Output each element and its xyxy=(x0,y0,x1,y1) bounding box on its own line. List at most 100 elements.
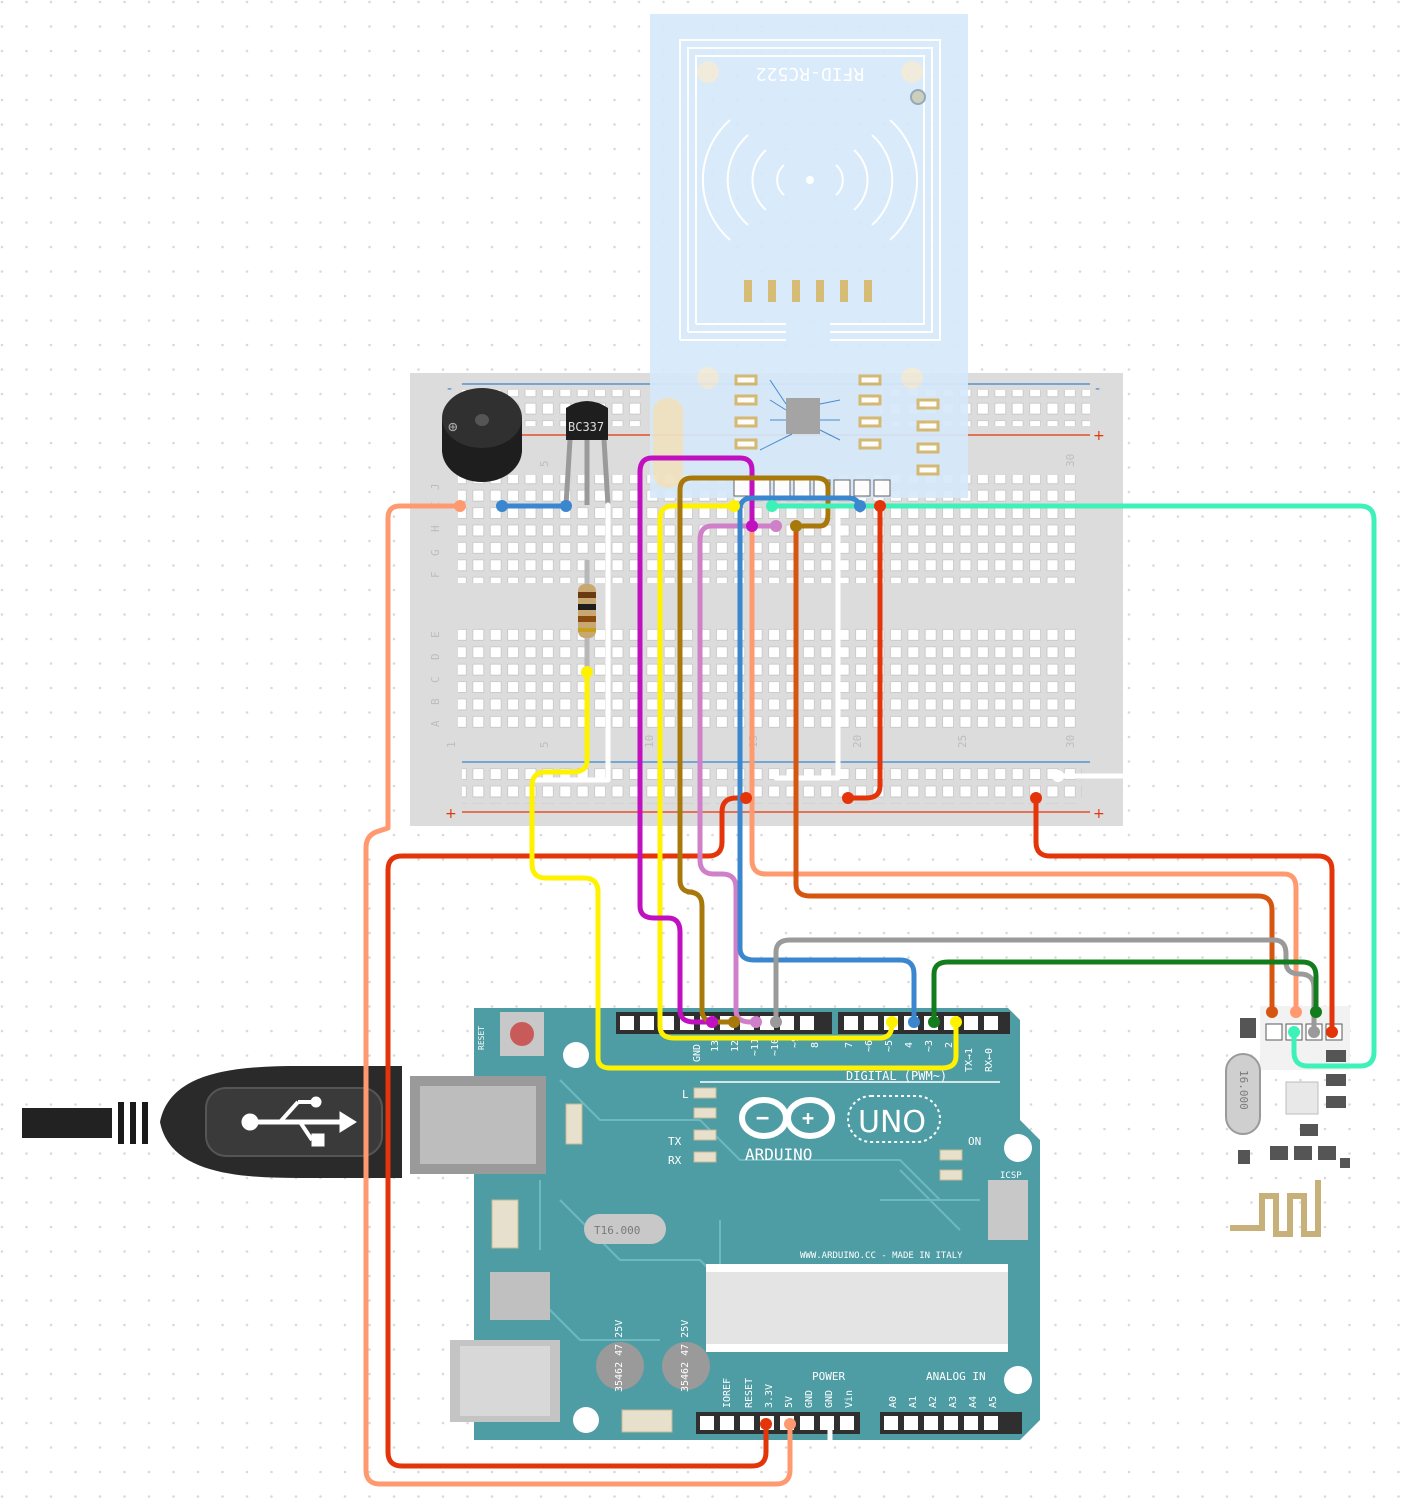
capacitor xyxy=(662,1342,710,1390)
row-letter: A xyxy=(429,720,442,727)
col-number: 20 xyxy=(851,735,864,748)
power-pin-label: 3.3V xyxy=(764,1384,775,1408)
wire-gray[interactable] xyxy=(773,937,1317,1035)
rail-plus-label: + xyxy=(445,806,457,822)
wire-green[interactable] xyxy=(931,959,1319,1025)
pin-label: 2 xyxy=(944,1042,955,1048)
pin-label: 12 xyxy=(730,1040,741,1052)
col-number: 5 xyxy=(538,460,551,467)
wire-red[interactable] xyxy=(385,795,769,1469)
rfid-module[interactable]: RFID-RC522 xyxy=(650,14,968,498)
wire-white[interactable] xyxy=(533,502,611,783)
reset-label: RESET xyxy=(477,1026,486,1050)
crystal-label: T16.000 xyxy=(594,1224,640,1237)
rail-minus-label: - xyxy=(1095,381,1100,397)
analog-label: ANALOG IN xyxy=(926,1370,986,1383)
analog-pin-label: A3 xyxy=(948,1396,959,1408)
digital-label: DIGITAL (PWM~) xyxy=(846,1069,947,1083)
usb-cable xyxy=(22,1066,402,1178)
arduino-logo-icon xyxy=(739,1097,835,1139)
pin-label: ~11 xyxy=(750,1038,761,1056)
svg-text:⊕: ⊕ xyxy=(448,417,458,436)
row-letter: F xyxy=(429,571,442,578)
wire-endpoints xyxy=(454,500,1338,1430)
row-letter: J xyxy=(429,483,442,490)
wire-salmon[interactable] xyxy=(749,523,1299,1015)
row-letter: B xyxy=(429,698,442,705)
power-pin-label: GND xyxy=(804,1390,815,1408)
power-pin-label: Vin xyxy=(844,1390,855,1408)
row-letter: G xyxy=(429,549,442,556)
col-number: 1 xyxy=(445,741,458,748)
arduino-model: UNO xyxy=(858,1105,926,1140)
transistor-label: BC337 xyxy=(568,420,604,434)
antenna-icon xyxy=(1230,1180,1321,1237)
col-number: 30 xyxy=(1064,454,1077,467)
on-led-label: ON xyxy=(968,1135,981,1148)
power-pin-label: 5V xyxy=(784,1396,795,1408)
transistor-icon[interactable]: BC337 xyxy=(563,401,611,506)
tx-led-label: TX xyxy=(668,1135,682,1148)
website-label: WWW.ARDUINO.CC - MADE IN ITALY xyxy=(800,1251,963,1261)
analog-pin-label: A0 xyxy=(888,1396,899,1408)
l-led-label: L xyxy=(682,1088,689,1101)
crystal xyxy=(584,1214,666,1244)
rfid-title: RFID-RC522 xyxy=(756,63,864,84)
wire-yellow[interactable] xyxy=(657,503,895,1041)
icsp-label: ICSP xyxy=(1000,1171,1022,1181)
buzzer-icon[interactable]: ⊕ xyxy=(442,388,522,482)
row-letter: D xyxy=(429,653,442,660)
rail-minus-label: - xyxy=(447,381,452,397)
pin-label: 4 xyxy=(904,1042,915,1048)
wire-pink[interactable] xyxy=(697,523,779,1025)
rail-plus-label: + xyxy=(1093,806,1105,822)
wire-red[interactable] xyxy=(845,503,883,801)
analog-pin-label: A4 xyxy=(968,1396,979,1408)
arduino-brand: ARDUINO xyxy=(745,1145,812,1164)
col-number: 25 xyxy=(956,735,969,748)
wire-magenta[interactable] xyxy=(637,455,755,1025)
svg-text:+: + xyxy=(802,1106,814,1130)
wire-blue[interactable] xyxy=(737,495,917,1025)
analog-pin-label: A2 xyxy=(928,1396,939,1408)
pin-label: 13 xyxy=(710,1040,721,1052)
nrf24l01-module[interactable]: 16.000 xyxy=(1225,1006,1350,1237)
pin-label: ~9 xyxy=(790,1036,801,1048)
col-number: 10 xyxy=(643,735,656,748)
pin-label: TX→1 xyxy=(964,1048,975,1072)
wire-teal[interactable] xyxy=(769,503,1377,1069)
pin-label: ~6 xyxy=(864,1040,875,1052)
wire-orange[interactable] xyxy=(793,523,1275,1015)
power-pin-label: IOREF xyxy=(722,1378,733,1408)
voltage-regulator xyxy=(490,1272,550,1320)
row-letter: H xyxy=(429,525,442,532)
svg-text:−: − xyxy=(756,1106,769,1131)
col-number: 5 xyxy=(538,741,551,748)
pin-label: 8 xyxy=(810,1042,821,1048)
wire-red[interactable] xyxy=(1033,795,1335,1035)
row-letter: C xyxy=(429,676,442,683)
pin-label: ~5 xyxy=(884,1040,895,1052)
pin-label: 7 xyxy=(844,1042,855,1048)
capacitor xyxy=(596,1342,644,1390)
cap-label: 35462 47 25V xyxy=(680,1320,691,1392)
atmega-chip xyxy=(706,1272,1008,1344)
power-label: POWER xyxy=(812,1370,845,1383)
arduino-uno-board[interactable]: RESET GND 13 12 ~11 ~10 ~9 8 7 ~6 ~5 xyxy=(410,1008,1040,1440)
wire-salmon[interactable] xyxy=(363,503,793,1487)
resistor-icon[interactable] xyxy=(578,560,596,672)
col-number: 30 xyxy=(1064,735,1077,748)
usb-icon xyxy=(241,1096,357,1147)
nrf-crystal-label: 16.000 xyxy=(1237,1070,1250,1110)
power-pin-label: RESET xyxy=(744,1378,755,1408)
wire-yellow[interactable] xyxy=(529,669,959,1071)
pin-label: ~10 xyxy=(770,1038,781,1056)
cap-label: 35462 47 25V xyxy=(614,1320,625,1392)
rail-plus-label: + xyxy=(1093,428,1105,444)
pin-label: ~3 xyxy=(924,1040,935,1052)
power-pin-label: GND xyxy=(824,1390,835,1408)
rx-led-label: RX xyxy=(668,1154,682,1167)
wire-brown[interactable] xyxy=(677,475,831,1025)
